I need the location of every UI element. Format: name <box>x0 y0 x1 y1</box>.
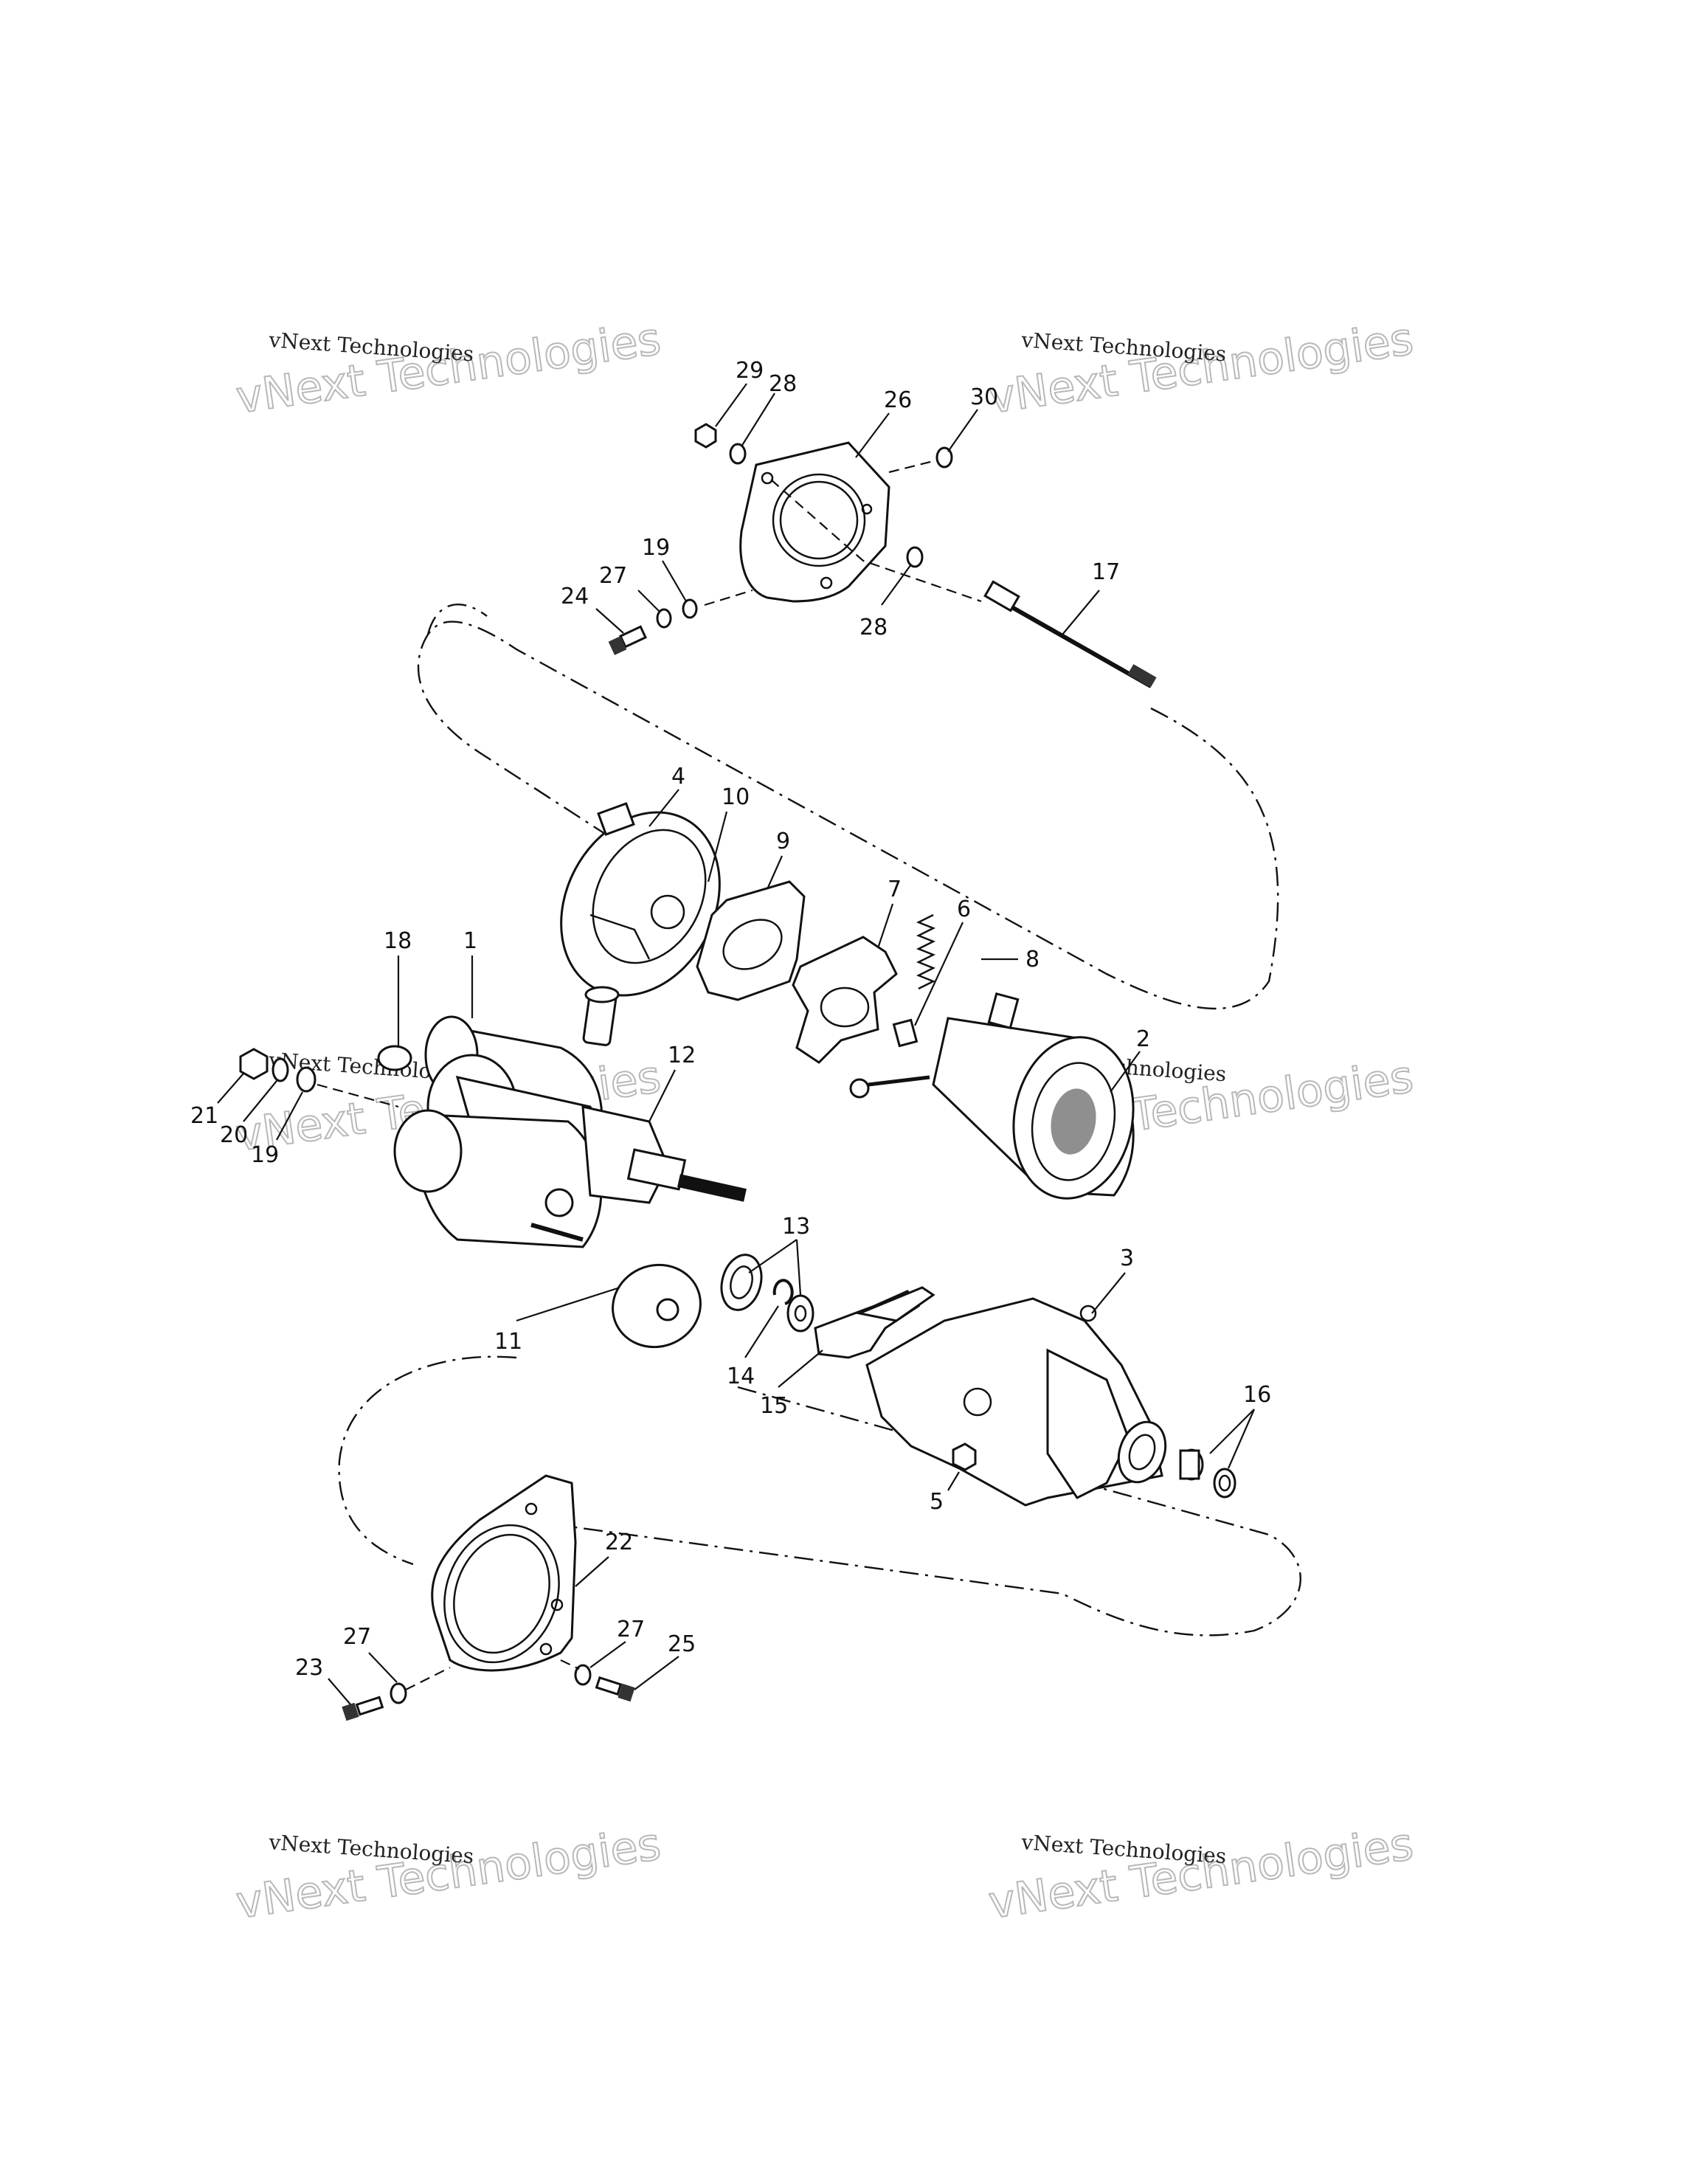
washer-19-top <box>682 598 698 619</box>
callout-16: 16 <box>1243 1382 1271 1408</box>
axis-bottom-left <box>405 1667 451 1690</box>
callout-5: 5 <box>930 1489 944 1515</box>
shift-lever-15 <box>814 1286 935 1359</box>
drive-housing-3 <box>865 1297 1167 1507</box>
callout-8: 8 <box>1025 947 1040 972</box>
through-bolt-17 <box>983 580 1157 688</box>
callout-27: 27 <box>617 1617 645 1642</box>
snap-ring-14 <box>772 1279 794 1305</box>
yoke-2 <box>932 992 1135 1200</box>
callout-21: 21 <box>190 1103 218 1129</box>
callout-20: 20 <box>220 1122 248 1148</box>
shield-18 <box>377 1045 412 1071</box>
bushing-16 <box>1179 1448 1236 1499</box>
bolt-24 <box>608 625 647 655</box>
brush-10 <box>582 986 620 1046</box>
callout-10: 10 <box>722 784 750 810</box>
callout-27: 27 <box>343 1624 371 1650</box>
callout-numbers: 29 28 26 30 17 19 27 24 28 4 10 9 7 6 8 … <box>190 358 1271 1681</box>
bearing-13 <box>720 1254 763 1311</box>
armature-12 <box>581 1105 747 1204</box>
callout-24: 24 <box>561 584 589 609</box>
washer-27-top <box>656 608 672 629</box>
callout-22: 22 <box>605 1530 633 1555</box>
callout-28: 28 <box>859 615 888 640</box>
axis-top-left <box>704 589 753 607</box>
phantom-line-upper <box>417 621 1279 1010</box>
nut-21 <box>239 1048 269 1080</box>
callout-13: 13 <box>782 1214 810 1240</box>
spring-8 <box>916 913 936 990</box>
washer-19-left <box>296 1066 316 1093</box>
callout-4: 4 <box>671 764 685 789</box>
callout-11: 11 <box>494 1329 522 1355</box>
callout-23: 23 <box>295 1655 323 1681</box>
brush-plate-9 <box>696 880 806 1001</box>
callout-26: 26 <box>884 387 912 413</box>
callout-28: 28 <box>769 371 797 397</box>
washer-20 <box>271 1057 289 1082</box>
solenoid <box>393 1109 603 1248</box>
washer-30 <box>935 446 953 469</box>
axis-top-right <box>888 460 934 474</box>
washer-27-left <box>390 1682 407 1704</box>
callout-15: 15 <box>760 1393 788 1419</box>
callout-17: 17 <box>1092 559 1120 585</box>
washer-27-right <box>574 1664 592 1686</box>
nut-29 <box>694 423 717 449</box>
brush-6 <box>892 1018 919 1048</box>
callout-1: 1 <box>463 928 477 954</box>
callout-27: 27 <box>599 563 627 589</box>
callout-30: 30 <box>970 384 998 410</box>
front-bracket-22 <box>431 1474 577 1672</box>
terminal-eyelet <box>849 1075 930 1099</box>
nut-5 <box>952 1442 977 1471</box>
callout-9: 9 <box>776 829 790 854</box>
washer-28-lower <box>906 546 924 568</box>
rear-bracket-26 <box>739 441 890 603</box>
bolt-23 <box>342 1696 384 1721</box>
callout-18: 18 <box>384 928 412 954</box>
callout-29: 29 <box>736 358 764 384</box>
leader-lines <box>217 383 1256 1705</box>
callout-7: 7 <box>888 877 902 902</box>
callout-19: 19 <box>251 1142 279 1168</box>
axis-bracket <box>770 479 982 603</box>
callout-12: 12 <box>668 1043 696 1068</box>
phantom-line-lower <box>338 1355 1301 1637</box>
callout-2: 2 <box>1136 1026 1150 1052</box>
axis-left <box>316 1083 399 1108</box>
phantom-line-upper-top <box>426 604 488 635</box>
bolt-25 <box>595 1676 635 1702</box>
pinion-gear-11 <box>612 1263 702 1349</box>
callout-6: 6 <box>957 896 971 922</box>
axis-bottom-right <box>560 1659 580 1670</box>
callout-14: 14 <box>727 1364 755 1389</box>
washer-28-top <box>729 443 747 465</box>
callout-3: 3 <box>1120 1245 1134 1271</box>
callout-25: 25 <box>668 1631 696 1657</box>
washer-13b <box>786 1294 814 1333</box>
brush-holder-7 <box>792 936 898 1064</box>
callout-19: 19 <box>642 535 670 561</box>
